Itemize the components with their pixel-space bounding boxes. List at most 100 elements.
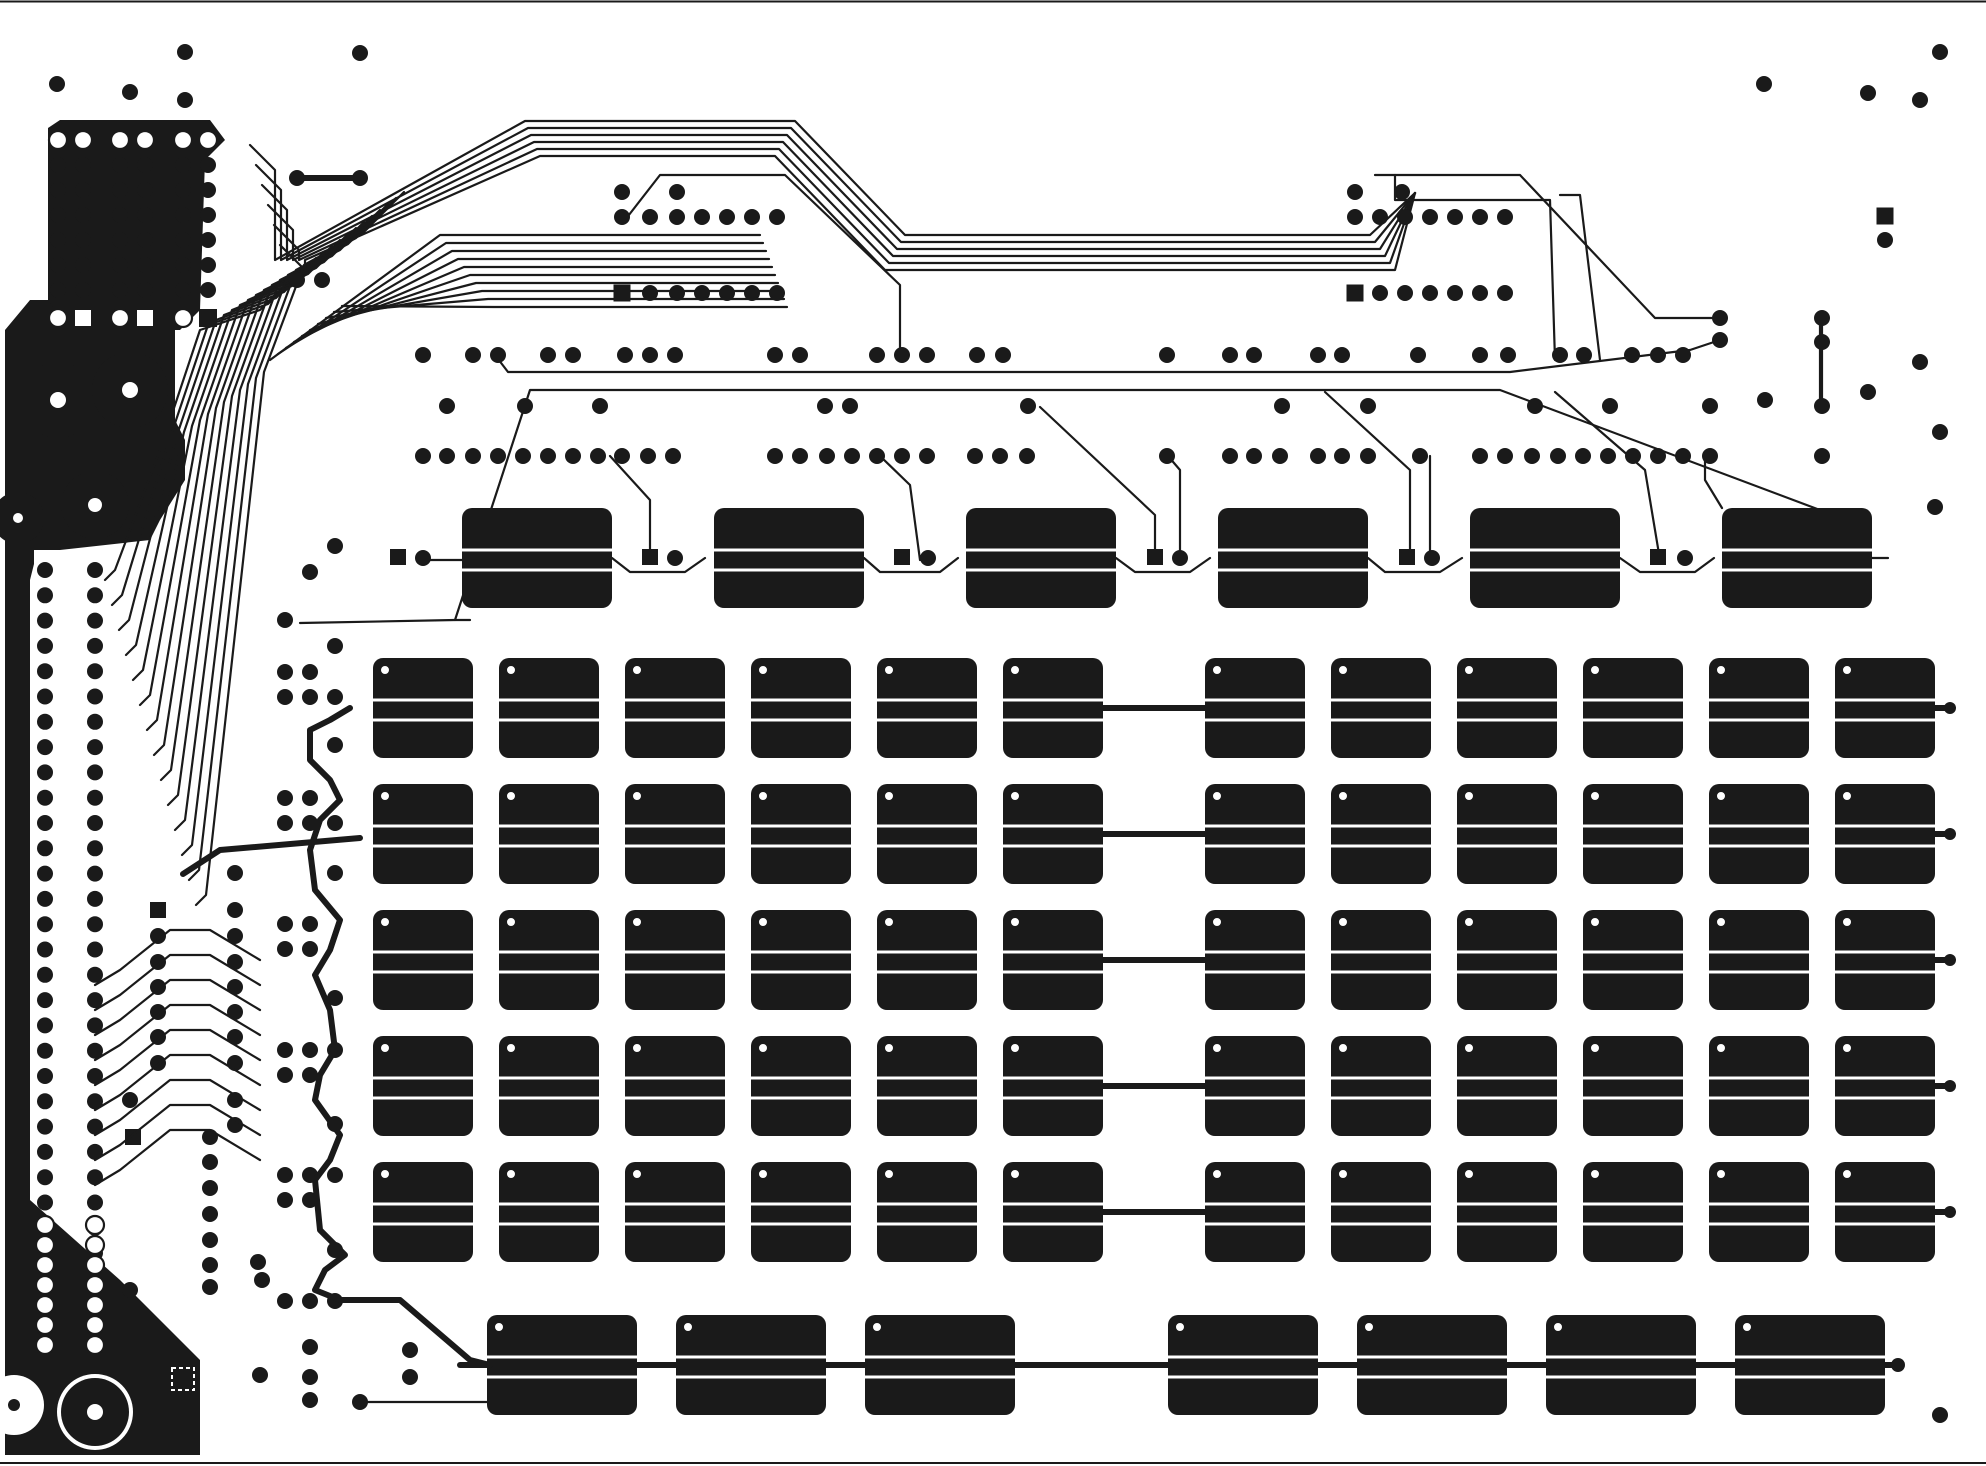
- via: [1550, 448, 1566, 464]
- via: [150, 1004, 166, 1020]
- via: [37, 688, 53, 705]
- pin1-mark: [631, 1168, 643, 1180]
- via: [1500, 347, 1516, 363]
- connector-trace: [93, 1003, 262, 1062]
- via-ring: [84, 1254, 106, 1276]
- via: [327, 638, 343, 654]
- via: [1472, 347, 1488, 363]
- via: [642, 209, 658, 225]
- pin1-mark: [1211, 916, 1223, 928]
- via: [744, 285, 760, 301]
- pin1-mark: [379, 790, 391, 802]
- via: [1424, 550, 1440, 566]
- via-ring: [134, 129, 156, 151]
- via: [1527, 398, 1543, 414]
- via-ring: [84, 1214, 106, 1236]
- via: [992, 448, 1008, 464]
- via: [327, 990, 343, 1006]
- matrix-pad: [877, 910, 977, 1010]
- via: [1602, 398, 1618, 414]
- via: [667, 550, 683, 566]
- matrix-pad: [373, 1162, 473, 1262]
- via: [1246, 347, 1262, 363]
- via: [327, 689, 343, 705]
- matrix-pad: [625, 658, 725, 758]
- via: [1159, 347, 1175, 363]
- via: [694, 209, 710, 225]
- via: [302, 564, 318, 580]
- bottom-row-pads: [358, 1315, 1905, 1415]
- via: [1372, 209, 1388, 225]
- via: [87, 612, 103, 629]
- via: [37, 1143, 53, 1160]
- via: [669, 209, 685, 225]
- via: [465, 448, 481, 464]
- via: [37, 941, 53, 958]
- via: [1524, 448, 1540, 464]
- pin1-mark: [1841, 1168, 1853, 1180]
- matrix-pad: [1331, 910, 1431, 1010]
- matrix-pad: [625, 784, 725, 884]
- via: [769, 209, 785, 225]
- via: [667, 347, 683, 363]
- via: [640, 448, 656, 464]
- via: [1944, 1206, 1956, 1218]
- via: [87, 1169, 103, 1186]
- pin1-mark: [1463, 1042, 1475, 1054]
- via-ring: [172, 307, 194, 329]
- matrix-pad: [625, 1162, 725, 1262]
- via: [1575, 448, 1591, 464]
- matrix-pad: [1331, 784, 1431, 884]
- via: [1347, 184, 1363, 200]
- via: [137, 207, 153, 223]
- via: [1360, 398, 1376, 414]
- via: [75, 182, 91, 198]
- pin1-mark: [1715, 1042, 1727, 1054]
- pin1-mark: [493, 1321, 505, 1333]
- via-ring: [84, 1334, 106, 1356]
- via: [327, 538, 343, 554]
- via: [1576, 347, 1592, 363]
- via: [540, 448, 556, 464]
- via: [137, 257, 153, 273]
- matrix-pad: [1583, 1162, 1683, 1262]
- via: [1472, 448, 1488, 464]
- pin1-mark: [1463, 916, 1475, 928]
- via: [202, 1232, 218, 1248]
- matrix-pad: [1457, 658, 1557, 758]
- via: [327, 815, 343, 831]
- trace: [878, 454, 922, 562]
- via: [277, 815, 293, 831]
- pin1-mark: [1363, 1321, 1375, 1333]
- via: [37, 815, 53, 831]
- via: [202, 1257, 218, 1273]
- square-pad: [1346, 284, 1364, 302]
- matrix-pad: [751, 910, 851, 1010]
- via: [175, 257, 191, 273]
- via: [200, 182, 216, 198]
- matrix-pad: [1205, 910, 1305, 1010]
- via-ring: [34, 1314, 56, 1336]
- matrix-pad: [1709, 1162, 1809, 1262]
- via: [150, 928, 166, 944]
- via: [1497, 209, 1513, 225]
- via: [769, 285, 785, 301]
- via: [87, 840, 103, 857]
- connector-trace: [93, 978, 262, 1037]
- matrix-pad: [1835, 1036, 1935, 1136]
- via: [37, 966, 53, 983]
- via: [1702, 448, 1718, 464]
- pin1-mark: [1841, 790, 1853, 802]
- pin1-mark: [1009, 916, 1021, 928]
- via: [565, 347, 581, 363]
- via: [277, 1042, 293, 1058]
- pin1-mark: [1841, 916, 1853, 928]
- via: [614, 184, 630, 200]
- pin1-mark: [1337, 1168, 1349, 1180]
- top-bus-trace: [278, 154, 1417, 272]
- via: [87, 1118, 103, 1135]
- pin1-mark: [757, 664, 769, 676]
- via: [894, 448, 910, 464]
- via: [302, 1293, 318, 1309]
- via: [227, 1117, 243, 1133]
